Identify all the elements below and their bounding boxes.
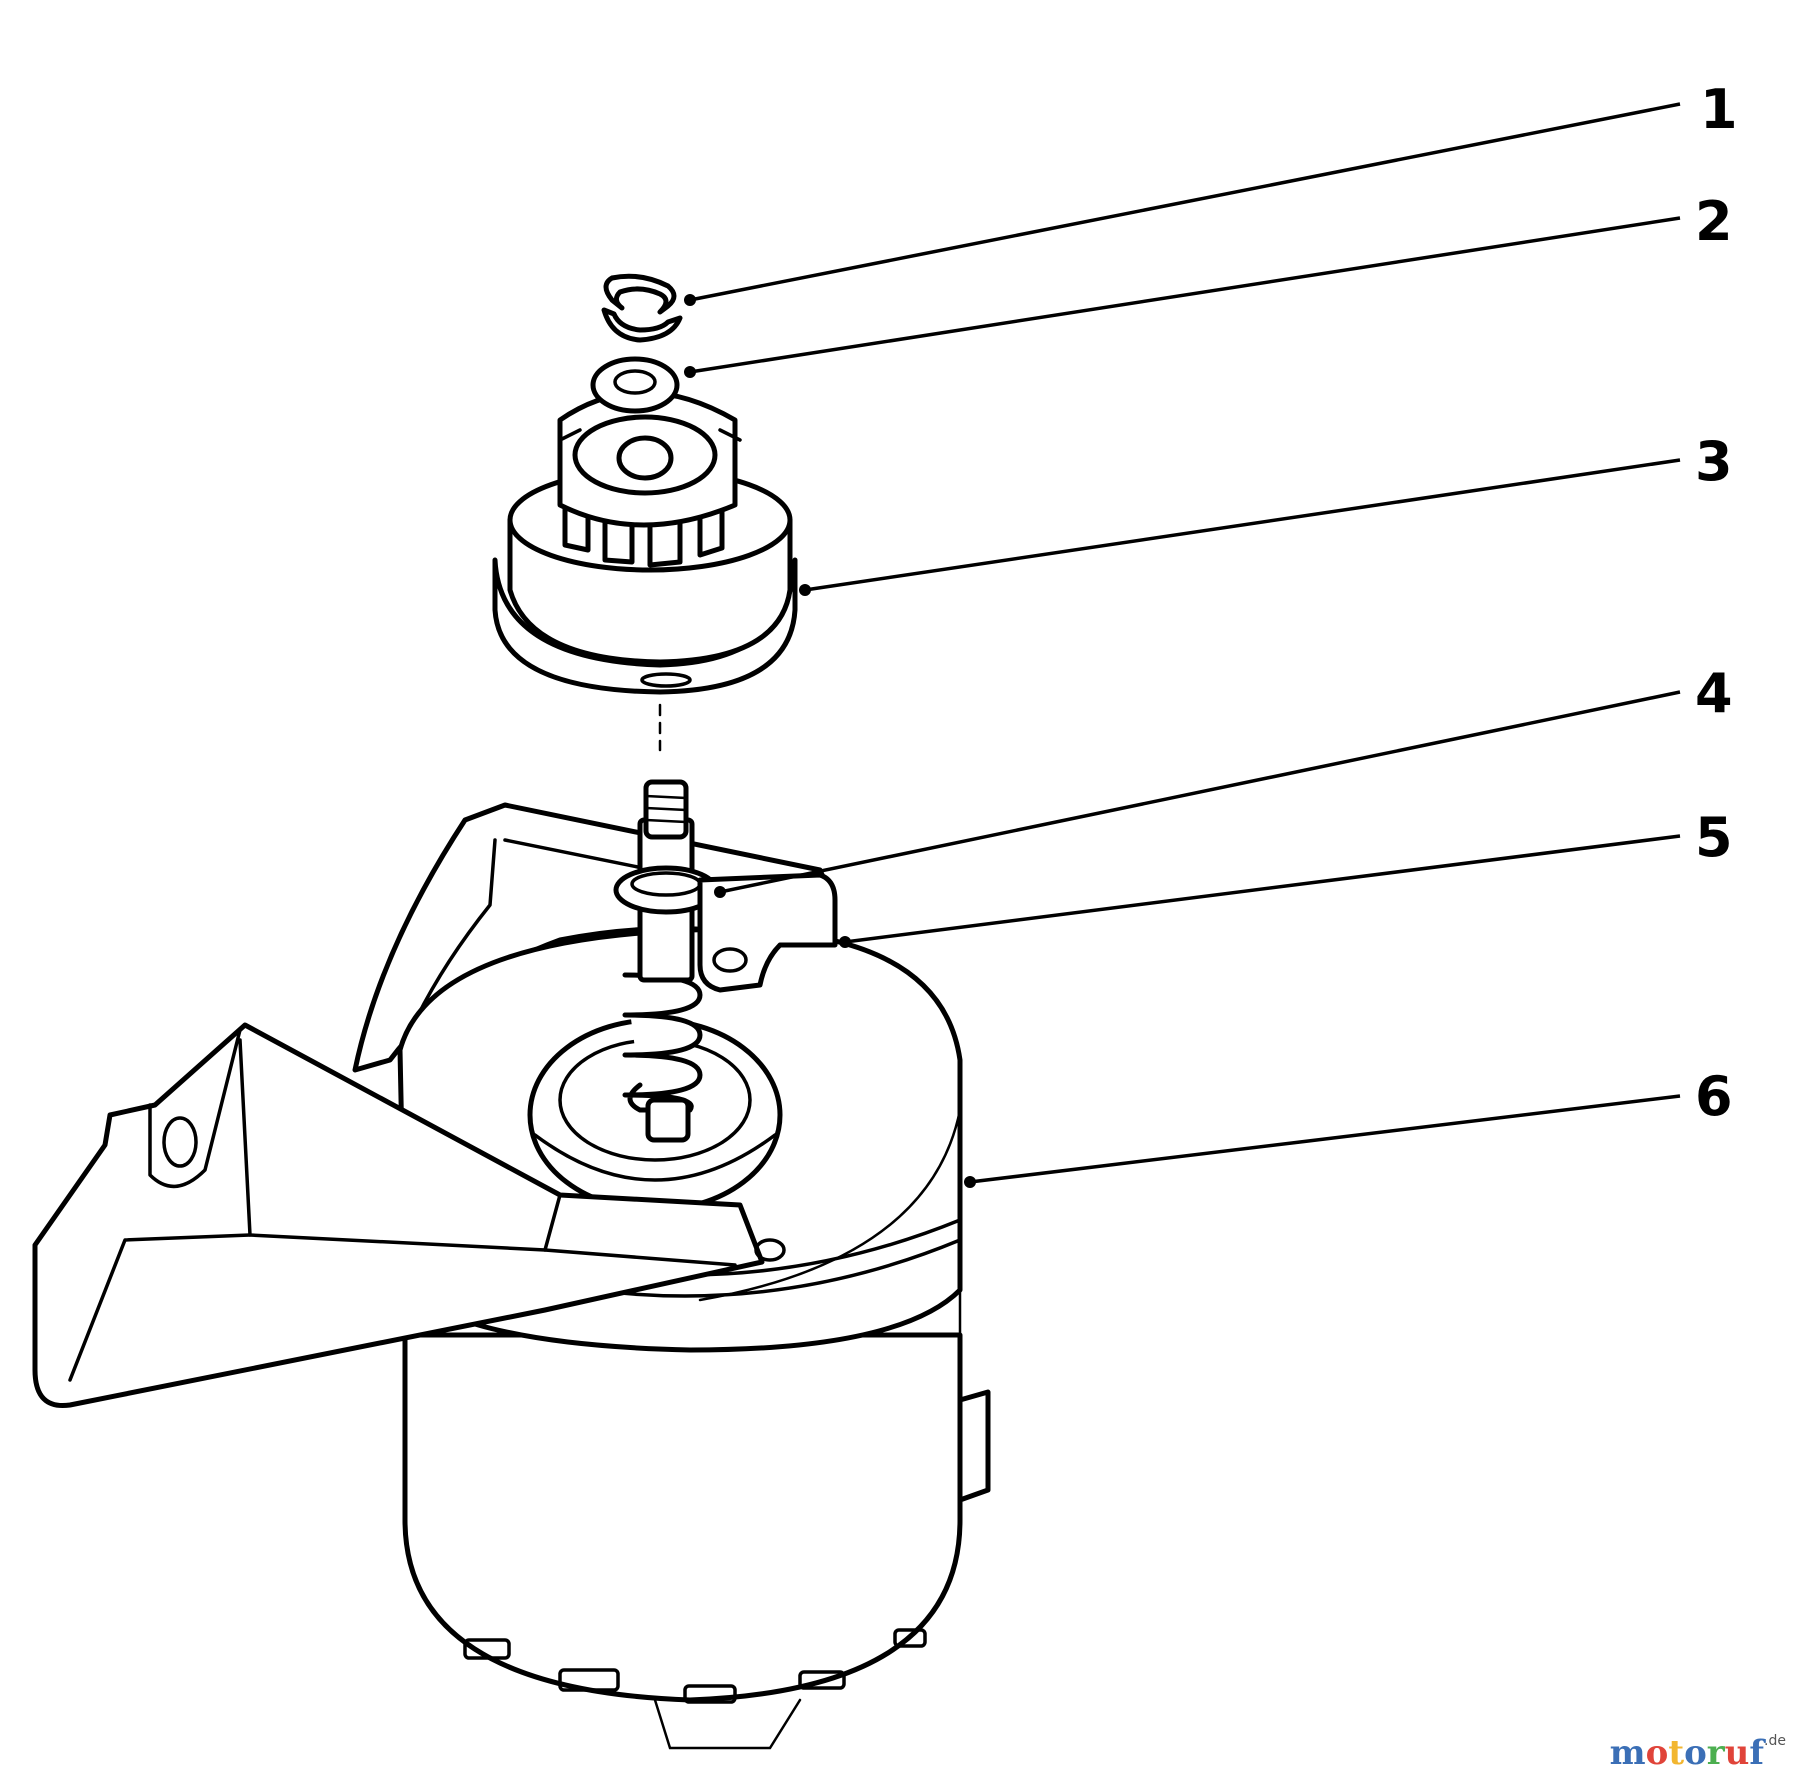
watermark-letter: m [1609, 1733, 1646, 1773]
watermark-letter: u [1724, 1733, 1750, 1773]
leader-dot-1 [684, 294, 696, 306]
watermark-suffix: .de [1764, 1733, 1786, 1749]
watermark-letter: f [1749, 1733, 1765, 1773]
leader-line-1 [689, 102, 1681, 302]
starter-motor-body [402, 1128, 991, 1750]
thrust-washer [590, 356, 680, 414]
leader-line-4 [719, 690, 1681, 894]
leader-line-6 [969, 1094, 1681, 1184]
retaining-clip [601, 273, 683, 343]
watermark-letter: o [1684, 1733, 1707, 1773]
pinion-gear [492, 390, 798, 695]
drive-shaft-assembly [613, 703, 719, 1143]
callout-3: 3 [1695, 430, 1733, 493]
leader-dot-6 [964, 1176, 976, 1188]
leader-line-3 [804, 458, 1681, 592]
bracket-tab [697, 872, 838, 993]
leader-dot-5 [839, 936, 851, 948]
leader-line-2 [689, 216, 1681, 374]
callout-2: 2 [1695, 190, 1733, 253]
callout-6: 6 [1695, 1065, 1733, 1128]
watermark-letter: r [1706, 1733, 1725, 1773]
callout-4: 4 [1695, 662, 1733, 725]
callout-1: 1 [1700, 78, 1738, 141]
callout-5: 5 [1695, 806, 1733, 869]
leader-dot-3 [799, 584, 811, 596]
motoruf-watermark: motoruf.de [1610, 1733, 1786, 1773]
leader-dot-2 [684, 366, 696, 378]
watermark-text: motoruf [1610, 1733, 1764, 1773]
leader-dot-4 [714, 886, 726, 898]
callout-labels: 1 2 3 4 5 6 [1695, 78, 1738, 1128]
mounting-bracket-arm [32, 1022, 786, 1409]
watermark-letter: t [1668, 1733, 1685, 1773]
watermark-letter: o [1645, 1733, 1669, 1773]
leader-line-5 [844, 834, 1681, 944]
leader-lines [684, 102, 1681, 1188]
